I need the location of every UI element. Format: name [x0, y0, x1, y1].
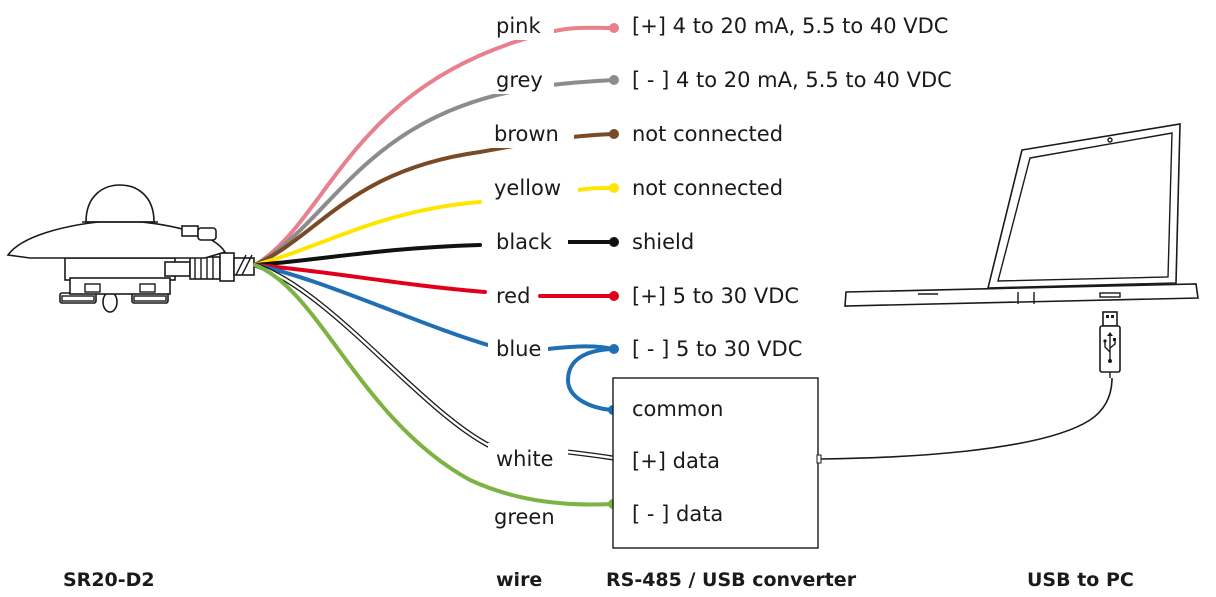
- wire-label-yellow: yellow: [494, 176, 561, 200]
- usb-plug-icon: [1099, 311, 1121, 378]
- wire-yellow: [253, 200, 482, 267]
- wire-color-labels: pink grey brown yellow black red blue wh…: [488, 10, 578, 529]
- wire-bundle: [253, 25, 615, 507]
- function-label-pink: [+] 4 to 20 mA, 5.5 to 40 VDC: [632, 14, 948, 38]
- caption-sensor: SR20-D2: [63, 569, 155, 591]
- wire-pink: [253, 25, 615, 267]
- laptop-icon: [844, 123, 1199, 307]
- usb-cable: [820, 377, 1113, 460]
- terminal-dot-blue: [609, 344, 619, 354]
- wire-label-red: red: [496, 284, 530, 308]
- function-label-red: [+] 5 to 30 VDC: [632, 284, 799, 308]
- wire-green: [253, 263, 615, 507]
- function-label-brown: not connected: [632, 122, 783, 146]
- terminal-dot-yellow: [609, 183, 619, 193]
- terminal-dot-pink: [609, 23, 619, 33]
- terminal-dot-red: [609, 291, 619, 301]
- wire-label-black: black: [496, 230, 553, 254]
- wire-function-labels: [+] 4 to 20 mA, 5.5 to 40 VDC [ - ] 4 to…: [632, 14, 952, 361]
- caption-converter: RS-485 / USB converter: [606, 569, 857, 591]
- caption-pc: USB to PC: [1027, 569, 1134, 591]
- function-label-blue: [ - ] 5 to 30 VDC: [632, 337, 802, 361]
- wire-label-grey: grey: [496, 68, 543, 92]
- converter-terminal-data-plus: [+] data: [632, 449, 720, 473]
- wire-black: [253, 243, 482, 267]
- pyranometer-sensor-icon: [6, 184, 255, 313]
- wire-label-green: green: [494, 505, 555, 529]
- terminal-dot-brown: [609, 129, 619, 139]
- wire-label-blue: blue: [496, 337, 541, 361]
- wire-label-brown: brown: [494, 122, 559, 146]
- converter-terminal-data-minus: [ - ] data: [632, 502, 723, 526]
- wire-grey: [253, 78, 615, 267]
- converter-terminal-common: common: [632, 397, 723, 421]
- wire-blue: [253, 263, 490, 347]
- caption-wire: wire: [496, 569, 542, 591]
- function-label-black: shield: [632, 230, 694, 254]
- function-label-yellow: not connected: [632, 176, 783, 200]
- wire-label-pink: pink: [496, 14, 541, 38]
- terminal-dot-black: [609, 237, 619, 247]
- terminal-dot-grey: [609, 75, 619, 85]
- wire-red: [253, 263, 487, 294]
- rs485-usb-converter-box: common [+] data [ - ] data: [612, 377, 822, 549]
- function-label-grey: [ - ] 4 to 20 mA, 5.5 to 40 VDC: [632, 68, 952, 92]
- wire-label-white: white: [496, 447, 553, 471]
